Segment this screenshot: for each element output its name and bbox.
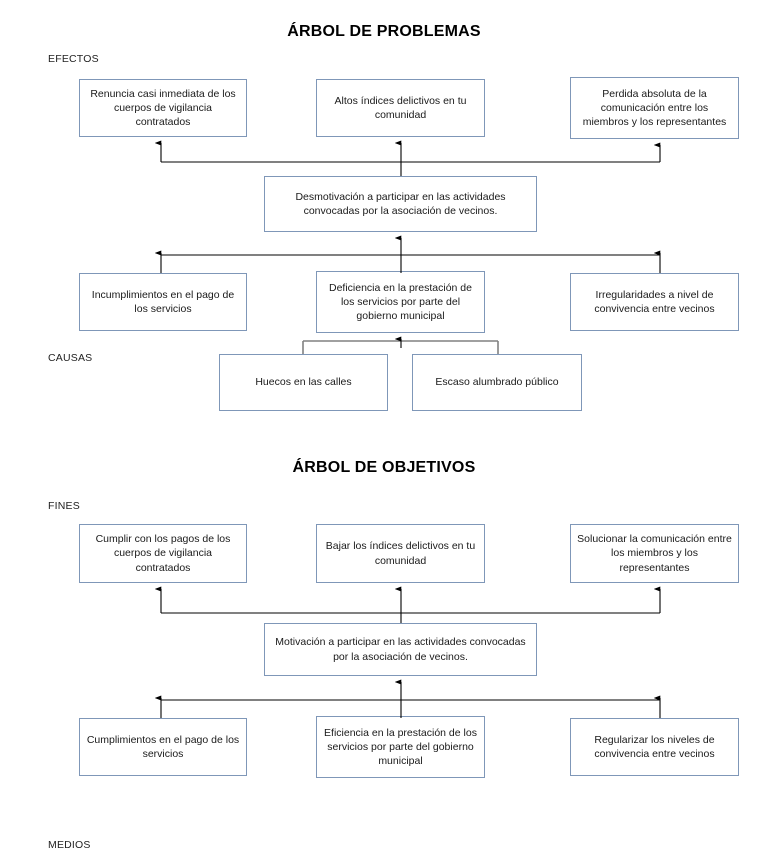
label-medios: MEDIOS: [48, 839, 91, 851]
problem-cause-node-3[interactable]: Irregularidades a nivel de convivencia e…: [570, 273, 739, 331]
objective-end-node-3-text: Solucionar la comunicación entre los mie…: [577, 533, 732, 574]
problem-causes-connector: [154, 235, 661, 273]
objective-end-node-1-text: Cumplir con los pagos de los cuerpos de …: [95, 533, 231, 574]
problem-effect-node-1[interactable]: Renuncia casi inmediata de los cuerpos d…: [79, 79, 247, 137]
problem-effects-connector: [154, 140, 661, 176]
problem-cause-node-1[interactable]: Incumplimientos en el pago de los servic…: [79, 273, 247, 331]
objective-central-node[interactable]: Motivación a participar en las actividad…: [264, 623, 537, 676]
problem-subcauses-bracket: [302, 340, 499, 354]
objective-mean-node-2-text: Eficiencia en la prestación de los servi…: [324, 726, 477, 768]
objective-end-node-2[interactable]: Bajar los índices delictivos en tu comun…: [316, 524, 485, 583]
problem-cause-node-1-text: Incumplimientos en el pago de los servic…: [91, 288, 235, 315]
objective-ends-connector: [154, 586, 661, 623]
problem-subcause-node-1-text: Huecos en las calles: [255, 376, 352, 389]
problem-central-node-text: Desmotivación a participar en las activi…: [295, 190, 506, 217]
objective-central-node-text: Motivación a participar en las actividad…: [275, 636, 526, 663]
label-causas: CAUSAS: [48, 352, 93, 364]
objective-end-node-2-text: Bajar los índices delictivos en tu comun…: [325, 540, 476, 567]
objective-means-connector: [154, 679, 661, 718]
objective-mean-node-1-text: Cumplimientos en el pago de los servicio…: [86, 733, 240, 760]
objective-mean-node-3[interactable]: Regularizar los niveles de convivencia e…: [570, 718, 739, 776]
problem-effect-node-3[interactable]: Perdida absoluta de la comunicación entr…: [570, 77, 739, 139]
problem-effect-node-1-text: Renuncia casi inmediata de los cuerpos d…: [90, 87, 236, 129]
problem-cause-node-3-text: Irregularidades a nivel de convivencia e…: [594, 288, 715, 315]
problem-effect-node-3-text: Perdida absoluta de la comunicación entr…: [582, 87, 727, 129]
problem-cause-node-2[interactable]: Deficiencia en la prestación de los serv…: [316, 271, 485, 333]
objective-tree-title: ÁRBOL DE OBJETIVOS: [292, 459, 476, 476]
objective-mean-node-2[interactable]: Eficiencia en la prestación de los servi…: [316, 716, 485, 778]
problem-subcause-node-1[interactable]: Huecos en las calles: [219, 354, 388, 411]
problem-effect-node-2-text: Altos índices delictivos en tu comunidad: [334, 94, 467, 121]
objective-mean-node-1[interactable]: Cumplimientos en el pago de los servicio…: [79, 718, 247, 776]
objective-end-node-1[interactable]: Cumplir con los pagos de los cuerpos de …: [79, 524, 247, 583]
label-fines: FINES: [48, 500, 80, 512]
problem-tree-title: ÁRBOL DE PROBLEMAS: [287, 23, 481, 40]
label-efectos: EFECTOS: [48, 53, 99, 65]
objective-end-node-3[interactable]: Solucionar la comunicación entre los mie…: [570, 524, 739, 583]
problem-central-node[interactable]: Desmotivación a participar en las activi…: [264, 176, 537, 232]
objective-mean-node-3-text: Regularizar los niveles de convivencia e…: [594, 733, 715, 760]
problem-cause-node-2-text: Deficiencia en la prestación de los serv…: [328, 281, 472, 323]
problem-effect-node-2[interactable]: Altos índices delictivos en tu comunidad: [316, 79, 485, 137]
problem-subcause-node-2[interactable]: Escaso alumbrado público: [412, 354, 582, 411]
problem-subcause-node-2-text: Escaso alumbrado público: [435, 376, 559, 389]
